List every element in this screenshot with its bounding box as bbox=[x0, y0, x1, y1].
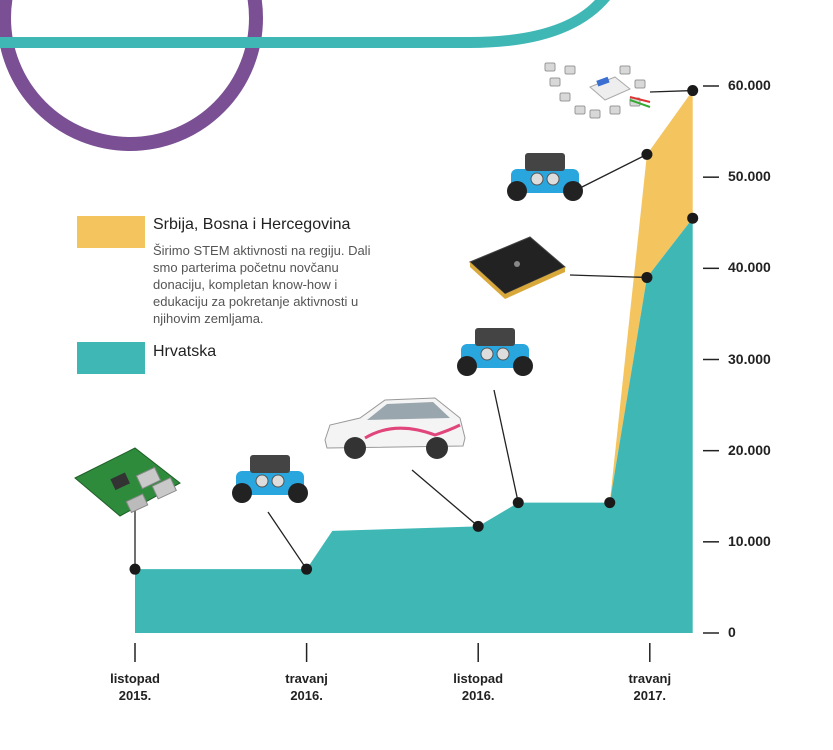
kit-module bbox=[634, 79, 646, 89]
robot-sensor-eye bbox=[530, 172, 544, 186]
legend-title-region: Srbija, Bosna i Hercegovina bbox=[153, 216, 351, 233]
x-tick-label-line1: travanj bbox=[285, 671, 328, 686]
robot-sensor-eye bbox=[546, 172, 560, 186]
robot-sensor-eye bbox=[496, 347, 510, 361]
purple-ring-decoration bbox=[0, 0, 263, 151]
y-tick-label: 0 bbox=[728, 624, 736, 640]
kit-module bbox=[589, 109, 601, 119]
y-tick-label: 30.000 bbox=[728, 350, 771, 367]
usb-port bbox=[151, 477, 177, 500]
x-tick-label-line2: 2016. bbox=[290, 688, 323, 703]
chart-areas bbox=[135, 90, 693, 634]
x-tick-label-line1: listopad bbox=[110, 671, 160, 686]
usb-port bbox=[135, 466, 162, 490]
kit-module bbox=[549, 77, 561, 87]
kit-screen bbox=[596, 76, 610, 87]
marker-connector bbox=[411, 469, 479, 527]
robot-wheel bbox=[457, 356, 477, 376]
robot-wheel bbox=[563, 181, 583, 201]
x-tick-label-line1: travanj bbox=[628, 671, 672, 686]
kit-module bbox=[609, 105, 621, 115]
robot-chassis bbox=[511, 169, 579, 193]
robot-wheel bbox=[288, 483, 308, 503]
area-series-croatia bbox=[135, 218, 693, 634]
car-stripe bbox=[364, 423, 461, 440]
robot-sensor-eye bbox=[271, 474, 285, 488]
area-series-region bbox=[609, 90, 693, 503]
legend-swatch-croatia bbox=[77, 342, 145, 374]
kit-box bbox=[589, 76, 631, 101]
car-windows bbox=[367, 402, 450, 420]
y-tick-label: 50.000 bbox=[728, 168, 771, 185]
x-tick-label: listopad 2015. bbox=[90, 670, 180, 704]
x-tick-label: listopad 2016. bbox=[433, 670, 523, 704]
y-tick-label: 10.000 bbox=[728, 532, 771, 549]
mbot-robot-icon bbox=[507, 153, 583, 201]
teal-arc-decoration bbox=[0, 0, 610, 48]
robot-wheel bbox=[513, 356, 533, 376]
data-point-marker bbox=[687, 85, 699, 97]
data-point-marker bbox=[641, 148, 653, 160]
kit-module bbox=[544, 62, 556, 72]
y-tick-label: 20.000 bbox=[728, 441, 771, 458]
marker-connector bbox=[649, 89, 693, 93]
legend-desc-region: Širimo STEM aktivnosti na regiju. Dali s… bbox=[153, 243, 371, 326]
robot-wheel bbox=[507, 181, 527, 201]
robot-chassis bbox=[461, 344, 529, 368]
chart-icons bbox=[74, 62, 651, 517]
stem-car-icon bbox=[324, 397, 466, 459]
marker-connector bbox=[579, 153, 648, 189]
x-tick-label: travanj 2016. bbox=[262, 670, 352, 704]
robot-board bbox=[250, 455, 290, 473]
microbit-board-icon bbox=[469, 236, 566, 299]
mbot-robot-icon bbox=[232, 455, 308, 503]
mbot-robot-icon bbox=[457, 328, 533, 376]
ethernet-port bbox=[125, 493, 149, 514]
data-point-marker bbox=[641, 271, 653, 283]
kit-module bbox=[564, 65, 576, 75]
electronics-kit-icon bbox=[544, 62, 651, 119]
raspberry-pi-board-icon bbox=[74, 447, 181, 517]
data-point-marker bbox=[604, 497, 616, 509]
microbit-edge-connector bbox=[505, 267, 565, 299]
data-point-marker bbox=[301, 563, 313, 575]
marker-connector bbox=[493, 389, 519, 503]
microbit-edge-connector bbox=[470, 262, 505, 299]
marker-connector bbox=[569, 274, 647, 279]
kit-module bbox=[559, 92, 571, 102]
robot-board bbox=[475, 328, 515, 346]
marker-connector bbox=[267, 511, 308, 570]
car-wheel bbox=[426, 437, 448, 459]
data-point-marker bbox=[687, 212, 699, 224]
x-tick-label: travanj 2017. bbox=[605, 670, 695, 704]
microbit-button bbox=[514, 261, 520, 267]
decorative-background bbox=[0, 0, 610, 151]
data-point-marker bbox=[472, 520, 484, 532]
kit-module bbox=[619, 65, 631, 75]
legend-swatch-region bbox=[77, 216, 145, 248]
legend-title-croatia: Hrvatska bbox=[153, 343, 217, 360]
kit-wire bbox=[629, 99, 651, 108]
x-tick-label-line2: 2016. bbox=[461, 688, 495, 703]
kit-module bbox=[574, 105, 586, 115]
robot-chassis bbox=[236, 471, 304, 495]
car-wheel bbox=[344, 437, 366, 459]
x-tick-label-line2: 2017. bbox=[633, 688, 667, 703]
data-point-marker bbox=[129, 563, 141, 575]
robot-sensor-eye bbox=[255, 474, 269, 488]
y-tick-label: 60.000 bbox=[728, 77, 771, 93]
chart-axes bbox=[134, 85, 719, 662]
chart-markers bbox=[129, 85, 699, 575]
robot-wheel bbox=[232, 483, 252, 503]
robot-sensor-eye bbox=[480, 347, 494, 361]
x-tick-label-line2: 2015. bbox=[118, 688, 152, 703]
kit-wire bbox=[629, 96, 651, 103]
marker-connectors bbox=[134, 89, 693, 570]
robot-board bbox=[525, 153, 565, 171]
data-point-marker bbox=[512, 497, 524, 509]
y-tick-label: 40.000 bbox=[728, 259, 771, 276]
x-tick-label-line1: listopad bbox=[453, 671, 504, 686]
chip bbox=[110, 472, 130, 491]
